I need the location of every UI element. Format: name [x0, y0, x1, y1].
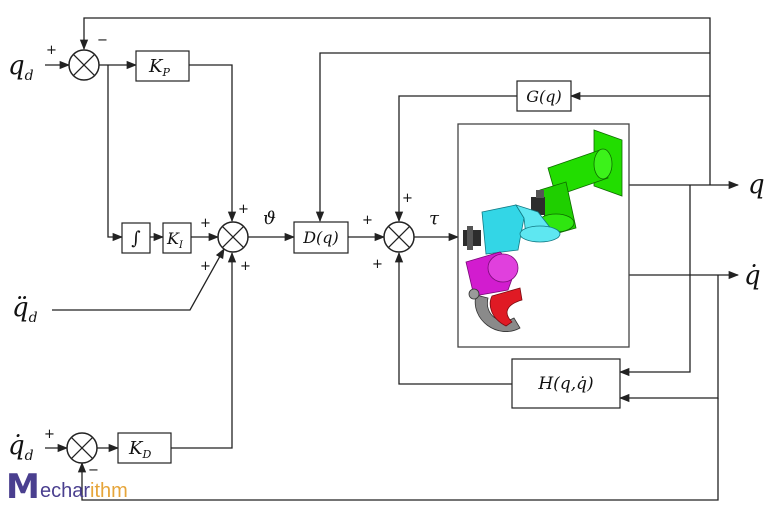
svg-text:echarithm: echarithm [40, 480, 128, 502]
block-kp: KP [135, 50, 190, 82]
svg-text:+: + [372, 257, 383, 272]
output-label-q: q [748, 170, 765, 200]
summing-junction-position-error [68, 49, 100, 81]
svg-text:KI: KI [166, 229, 184, 251]
signal-label-tau: τ [429, 208, 440, 229]
svg-text:+: + [46, 43, 57, 58]
signal-wires [45, 17, 740, 501]
block-ki: KI [162, 222, 192, 254]
robot-arm-illustration [457, 123, 630, 348]
svg-text:+: + [200, 216, 211, 231]
junction-signs: + − + + + + + + + + − [44, 33, 413, 478]
summing-junction-velocity-error [66, 432, 98, 464]
block-integrator: ∫ [121, 222, 151, 254]
svg-text:+: + [362, 213, 373, 228]
summing-junction-torque [383, 221, 415, 253]
svg-text:+: + [238, 202, 249, 217]
svg-text:q̇d: q̇d [8, 431, 34, 464]
input-label-qd: qd [8, 51, 34, 84]
svg-text:+: + [240, 259, 251, 274]
block-coriolis-h: H(q,q̇) [511, 358, 621, 409]
svg-text:+: + [402, 191, 413, 206]
block-gravity-gq: G(q) [516, 80, 572, 112]
svg-text:qd: qd [8, 51, 34, 84]
block-inertia-dq: D(q) [293, 221, 349, 254]
output-label-qdot: q̇ [744, 261, 761, 291]
svg-text:H(q,q̇): H(q,q̇) [537, 374, 593, 394]
svg-text:KD: KD [128, 438, 151, 461]
svg-text:−: − [88, 463, 99, 478]
svg-text:KP: KP [148, 56, 170, 79]
block-kd: KD [117, 432, 172, 464]
svg-text:G(q): G(q) [526, 87, 562, 106]
svg-text:M: M [6, 467, 40, 507]
signal-label-theta: ϑ [263, 208, 276, 229]
svg-text:−: − [97, 33, 108, 48]
input-label-qdd: q̈d [12, 293, 38, 326]
mecharithm-logo: M echarithm [6, 467, 128, 507]
svg-text:∫: ∫ [131, 228, 141, 249]
input-label-qd-dot: q̇d [8, 431, 34, 464]
svg-text:+: + [200, 259, 211, 274]
svg-text:q̈d: q̈d [12, 293, 38, 326]
svg-text:D(q): D(q) [302, 228, 339, 247]
svg-text:+: + [44, 427, 55, 442]
summing-junction-pid [217, 221, 249, 253]
